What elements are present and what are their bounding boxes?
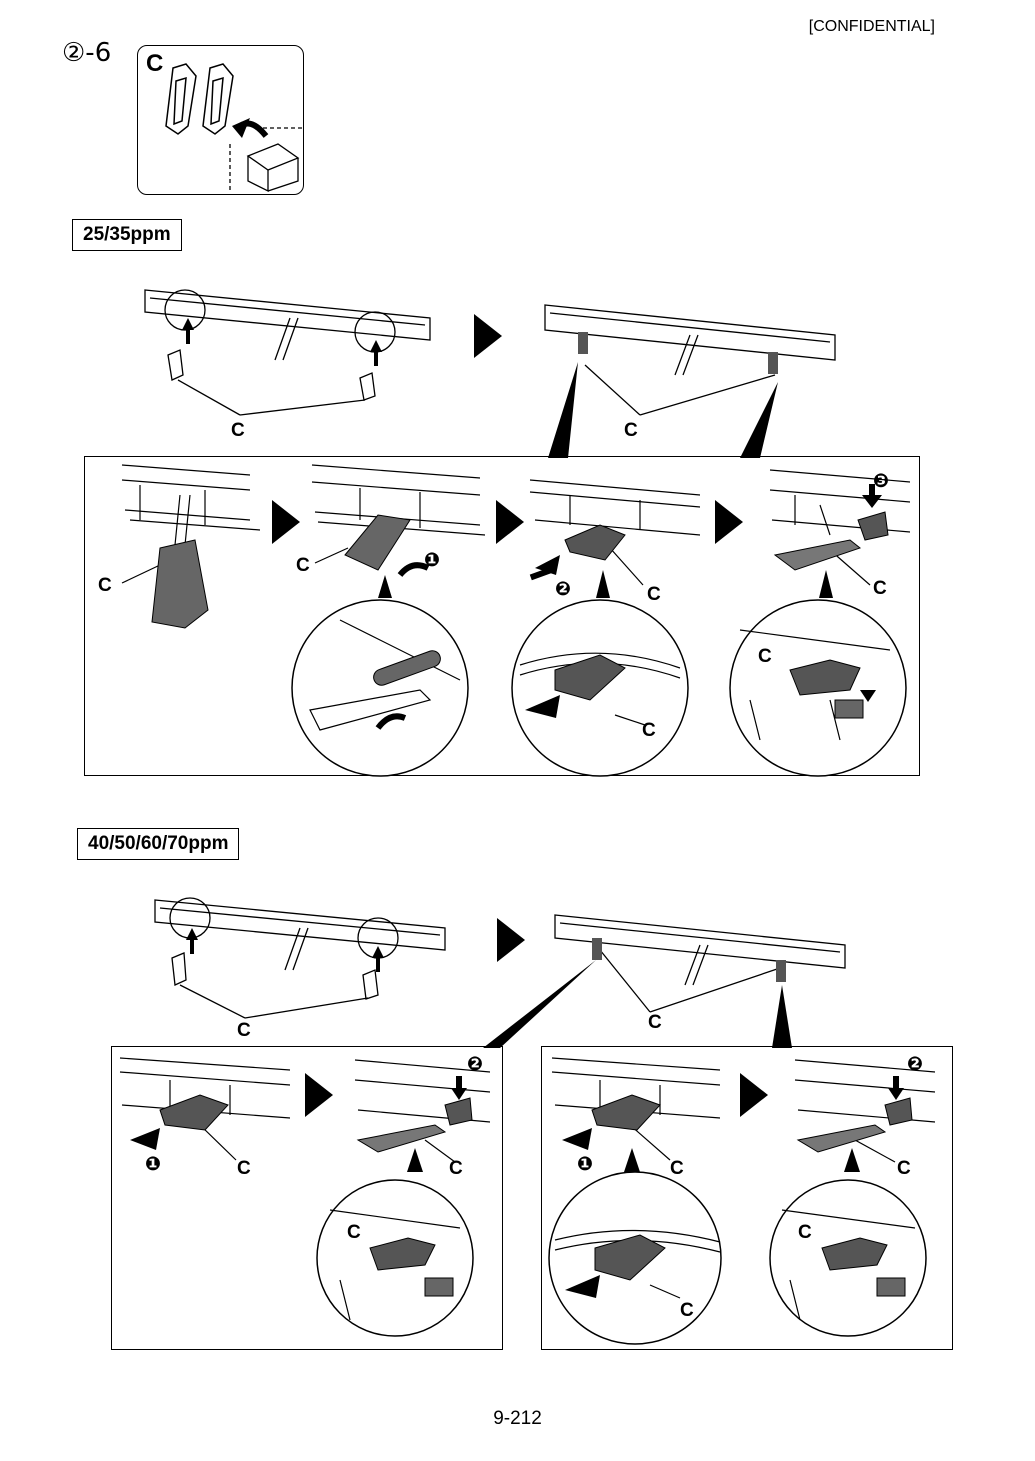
callout-c: C [897, 1158, 911, 1179]
callout-c: C [647, 584, 661, 605]
callout-step-2: ❷ [555, 579, 572, 600]
part-c-box: C [137, 45, 304, 195]
callout-c: C [449, 1158, 463, 1179]
callout-c: C [624, 420, 638, 441]
callout-step-1: ❶ [424, 550, 441, 571]
callout-c: C [642, 720, 656, 741]
detail-frame-25-35ppm [84, 456, 920, 776]
callout-c: C [347, 1222, 361, 1243]
callout-c: C [758, 646, 772, 667]
callout-c: C [680, 1300, 694, 1321]
callout-c: C [237, 1020, 251, 1041]
confidential-label: [CONFIDENTIAL] [808, 18, 935, 35]
callout-c: C [670, 1158, 684, 1179]
callout-step-1: ❶ [577, 1154, 594, 1175]
callout-c: C [648, 1012, 662, 1033]
section-title-40-70ppm: 40/50/60/70ppm [77, 828, 240, 860]
callout-c: C [873, 578, 887, 599]
callout-step-3: ❸ [873, 471, 890, 492]
section-title-25-35ppm: 25/35ppm [72, 219, 182, 251]
detail-frame-40-70ppm-left [111, 1046, 503, 1350]
callout-step-1: ❶ [145, 1154, 162, 1175]
callout-c: C [98, 575, 112, 596]
callout-c: C [237, 1158, 251, 1179]
callout-c: C [296, 555, 310, 576]
step-number: ②-6 [62, 38, 112, 68]
callout-c: C [231, 420, 245, 441]
part-box-label: C [146, 50, 164, 77]
page-number: 9-212 [493, 1408, 542, 1429]
detail-frame-40-70ppm-right [541, 1046, 953, 1350]
part-c-illustration [165, 63, 303, 193]
callout-step-2: ❷ [467, 1054, 484, 1075]
callout-c: C [798, 1222, 812, 1243]
callout-step-2: ❷ [907, 1054, 924, 1075]
